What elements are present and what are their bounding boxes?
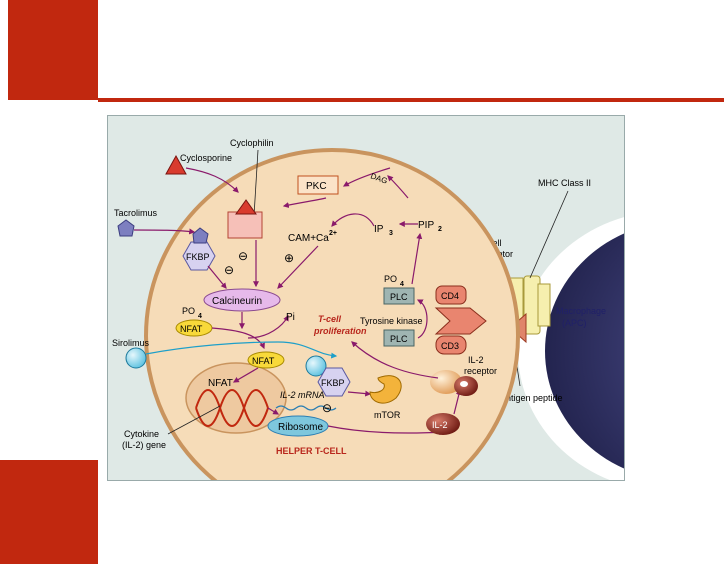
pi-label: Pi — [286, 312, 295, 323]
ribosome-label: Ribosome — [278, 422, 323, 433]
nfat-active — [247, 351, 285, 369]
plc-po4-label: PO — [384, 274, 397, 284]
tyrosine-kinase-label: Tyrosine kinase — [360, 316, 423, 326]
il2-receptor-a — [430, 370, 462, 394]
plc-upper — [383, 287, 415, 305]
cd3 — [435, 335, 467, 355]
cyclophilin-box — [227, 211, 263, 239]
cyclosporine-label: Cyclosporine — [180, 153, 232, 163]
mtor-label: mTOR — [374, 410, 401, 420]
accent-block-bottom — [0, 460, 98, 564]
minus-sign-2: ⊖ — [224, 263, 234, 277]
minus-sign: ⊖ — [238, 249, 248, 263]
nfat-label: NFAT — [180, 324, 203, 334]
plus-sign: ⊕ — [284, 251, 294, 265]
nfat-active-label: NFAT — [252, 356, 275, 366]
mtor — [369, 375, 402, 404]
tcell-activation-diagram: Macrophage (APC) MHC Class II T-cell rec… — [107, 115, 625, 481]
svg-text:4: 4 — [400, 281, 404, 288]
minus-sign-3: ⊖ — [322, 401, 332, 415]
fkbp-upper-label: FKBP — [186, 252, 210, 262]
macrophage-apc-label: (APC) — [562, 318, 587, 328]
sirolimus-label: Sirolimus — [112, 338, 150, 348]
tcr-complex — [434, 307, 487, 335]
pip2-label: PIP — [418, 220, 434, 231]
header-rule — [98, 98, 724, 102]
cyclosporine-icon — [165, 154, 187, 175]
calcineurin — [203, 288, 281, 312]
mhc-label: MHC Class II — [538, 178, 591, 188]
cd3-label: CD3 — [441, 341, 459, 351]
ip3-label: IP — [374, 224, 384, 235]
po4-label: PO — [182, 306, 195, 316]
plc-lower — [383, 329, 415, 347]
fkbp-upper — [182, 241, 216, 271]
macrophage-label: Macrophage — [556, 306, 606, 316]
il2-receptor-label-2: receptor — [464, 366, 497, 376]
calcineurin-label: Calcineurin — [212, 296, 262, 307]
nucleus — [185, 362, 287, 434]
cytokine-label: Cytokine — [124, 429, 159, 439]
sirolimus-bound-icon — [305, 355, 327, 377]
plc-upper-label: PLC — [390, 292, 408, 302]
svg-text:3: 3 — [389, 230, 393, 237]
tacrolimus-label: Tacrolimus — [114, 208, 158, 218]
cam-ca-label: CAM+Ca — [288, 233, 329, 244]
il2-receptor-label: IL-2 — [468, 355, 484, 365]
tcell-proliferation-label-2: proliferation — [313, 326, 367, 336]
cd4-label: CD4 — [441, 291, 459, 301]
mrna-wave — [275, 405, 337, 411]
il2-label: IL-2 — [432, 420, 448, 430]
sirolimus-icon — [125, 347, 147, 369]
antigen-peptide-label: Antigen peptide — [500, 393, 563, 403]
svg-text:4: 4 — [198, 313, 202, 320]
cd4 — [435, 285, 467, 305]
tcell-proliferation-label: T-cell — [318, 314, 342, 324]
nucleus-nfat-label: NFAT — [208, 378, 233, 389]
pkc — [297, 175, 339, 195]
il2-mrna-label: IL-2 mRNA — [280, 390, 325, 400]
dna-helix — [195, 389, 269, 427]
cytokine-gene-label: (IL-2) gene — [122, 440, 166, 450]
cyclophilin-label: Cyclophilin — [230, 138, 274, 148]
pkc-label: PKC — [306, 181, 327, 192]
macrophage: Macrophage (APC) — [518, 217, 624, 480]
mhc-class-ii: MHC Class II — [523, 178, 591, 335]
svg-text:2: 2 — [438, 226, 442, 233]
fkbp-lower-label: FKBP — [321, 378, 345, 388]
plc-lower-label: PLC — [390, 334, 408, 344]
cyclosporine-bound-icon — [235, 199, 257, 215]
tacrolimus-icon — [117, 219, 135, 237]
fkbp-lower — [317, 367, 351, 397]
helper-tcell-label: HELPER T-CELL — [276, 446, 347, 456]
il2-ball — [426, 413, 460, 435]
svg-text:2+: 2+ — [329, 230, 337, 237]
accent-block-top — [8, 0, 98, 100]
